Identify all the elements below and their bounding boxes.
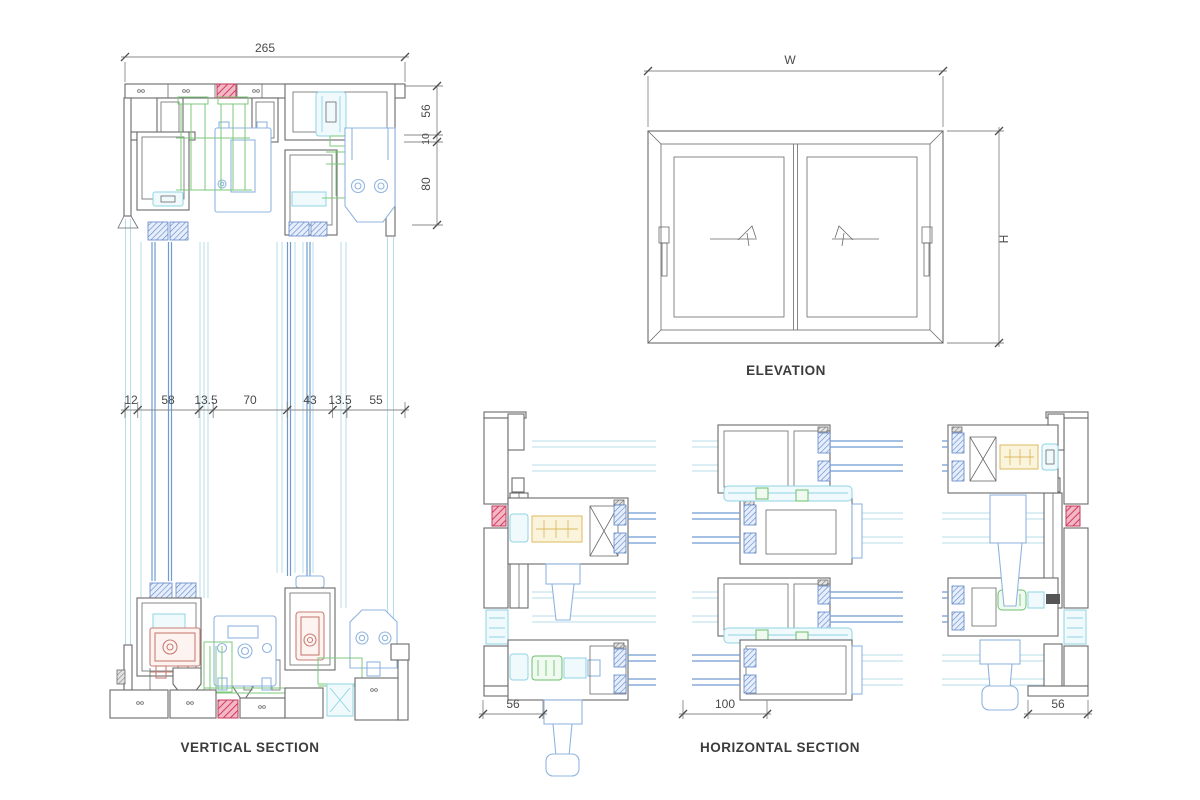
vs-dim-80: 80 bbox=[419, 177, 433, 191]
hs-dim-center-label: 100 bbox=[715, 697, 735, 711]
vs-dim-middle: 12 58 13.5 70 43 13.5 55 bbox=[120, 393, 410, 418]
hs-glass-bottom-inner bbox=[628, 654, 740, 686]
vs-dim-overall-label: 265 bbox=[255, 41, 275, 55]
elev-slide-arrows bbox=[710, 225, 879, 247]
hs-glass-middle bbox=[628, 512, 740, 544]
glazing-beads-green bbox=[176, 96, 252, 191]
jamb-gasket-red-right bbox=[1065, 505, 1081, 527]
horizontal-section: 56 100 56 HORIZONTAL SECTION bbox=[478, 411, 1093, 777]
hs-dim-left-label: 56 bbox=[506, 697, 520, 711]
hs-glass-lower-outer bbox=[830, 591, 948, 623]
vs-head-detail bbox=[117, 83, 406, 241]
sill-accessory-plate bbox=[213, 615, 277, 691]
vs-dim-13-5b: 13.5 bbox=[328, 393, 352, 407]
hs-dim-right-label: 56 bbox=[1051, 697, 1065, 711]
hs-title: HORIZONTAL SECTION bbox=[700, 740, 860, 755]
elev-title: ELEVATION bbox=[746, 363, 826, 378]
hs-handle-upper-right bbox=[989, 494, 1027, 607]
elev-handle-left bbox=[658, 226, 670, 277]
elev-left-sash bbox=[673, 156, 785, 318]
sill-accessory-bracket-right bbox=[349, 609, 398, 677]
sill-gasket-red bbox=[217, 699, 239, 719]
hs-inner-sash-bottom bbox=[507, 639, 863, 701]
roller-left bbox=[149, 627, 201, 679]
lock-mechanism-yellow bbox=[531, 515, 583, 543]
hs-glass-upper bbox=[830, 440, 948, 472]
vs-title: VERTICAL SECTION bbox=[180, 740, 319, 755]
vs-dim-56: 56 bbox=[419, 104, 433, 118]
elev-handle-right bbox=[921, 226, 933, 277]
lock-mechanism-yellow bbox=[999, 444, 1039, 470]
elev-right-sash bbox=[806, 156, 918, 318]
lock-mechanism-green bbox=[531, 655, 563, 681]
vs-sill-detail bbox=[109, 575, 410, 721]
jamb-thermal-break-left bbox=[485, 609, 509, 645]
vs-dim-13-5a: 13.5 bbox=[194, 393, 218, 407]
vs-dim-43: 43 bbox=[303, 393, 317, 407]
head-gasket-red bbox=[216, 83, 237, 99]
vs-dim-70: 70 bbox=[243, 393, 257, 407]
elev-frame bbox=[647, 130, 944, 344]
hs-dim-center: 100 bbox=[678, 697, 772, 719]
hs-inner-sash-middle bbox=[507, 497, 863, 565]
head-accessory-bracket-right bbox=[344, 127, 396, 223]
vs-dim-10: 10 bbox=[420, 133, 432, 145]
jamb-gasket-red-left bbox=[491, 505, 507, 527]
elev-dim-h: H bbox=[947, 126, 1011, 348]
vs-dim-55: 55 bbox=[369, 393, 383, 407]
elevation: W H ELEVATION bbox=[643, 53, 1011, 378]
head-accessory-bracket-left bbox=[214, 121, 272, 213]
hs-dim-right: 56 bbox=[1023, 697, 1093, 719]
vs-dim-12: 12 bbox=[124, 393, 138, 407]
hs-dim-left: 56 bbox=[478, 697, 548, 719]
vertical-section: 265 56 10 80 12 58 13.5 70 43 13.5 55 VE… bbox=[109, 41, 443, 755]
hs-handle-lower-right bbox=[979, 639, 1021, 711]
vs-glass-lines bbox=[125, 219, 394, 648]
head-thermal-break bbox=[315, 91, 347, 137]
vs-dim-58: 58 bbox=[161, 393, 175, 407]
glazing-spacer bbox=[169, 221, 189, 241]
jamb-thermal-break-right bbox=[1063, 609, 1087, 645]
hs-handle-bottom-left bbox=[543, 699, 583, 777]
hs-interlock-seal-upper bbox=[723, 485, 853, 502]
glazing-spacer bbox=[147, 221, 169, 241]
screw-channel-marks bbox=[136, 688, 378, 709]
hs-handle-middle-left bbox=[545, 563, 581, 621]
elev-dim-w-label: W bbox=[784, 53, 796, 67]
elev-dim-h-label: H bbox=[997, 235, 1011, 244]
roller-right bbox=[295, 611, 325, 661]
vs-dim-right: 56 10 80 bbox=[404, 81, 443, 230]
elev-dim-w: W bbox=[643, 53, 948, 127]
vs-dim-overall: 265 bbox=[120, 41, 410, 82]
hs-outer-sash-upper bbox=[717, 424, 1059, 494]
